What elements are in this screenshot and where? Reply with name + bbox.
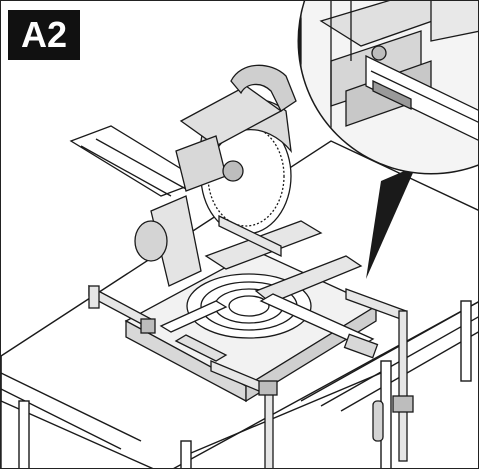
workbench-edge-line-2 [1, 388, 122, 450]
pivot-housing [134, 220, 168, 262]
workbench-brace [190, 372, 382, 454]
loupe-screw [371, 45, 387, 61]
saw-head [69, 64, 297, 287]
workbench-edge-line [1, 372, 142, 442]
loupe-clamp-bar [365, 54, 478, 143]
clamp-front-post [264, 388, 274, 468]
workbench-leg-right [460, 300, 472, 382]
loupe-housing [430, 1, 478, 42]
saw-blade-teeth [207, 125, 285, 227]
slide-rail-2 [95, 138, 187, 190]
front-slot [159, 300, 228, 333]
slide-rail-1 [80, 145, 172, 197]
workbench-right-edge-3 [340, 331, 478, 412]
clamp-right-screw [392, 395, 414, 413]
clamp-back-bar [218, 214, 282, 258]
clamps [88, 214, 414, 468]
front-grip [174, 334, 228, 362]
clamp-left-jaw [88, 285, 100, 309]
workbench-leg-left [18, 400, 30, 468]
workbench-right-edge [300, 301, 478, 402]
clamp-left-pad [140, 318, 156, 334]
loupe-clamp-bar-edge [370, 70, 478, 124]
workbench-leg-mid [180, 440, 192, 468]
loupe-clamp-tip [372, 79, 412, 111]
saw-handle [230, 64, 297, 112]
clamp-handle [372, 400, 384, 442]
figure-label: A2 [8, 10, 80, 60]
table-extension [259, 293, 375, 347]
callout-wedge [366, 166, 416, 279]
detail-callout [366, 166, 416, 279]
turntable-ring-3 [228, 295, 270, 317]
arm-column [150, 195, 202, 287]
clamp-right-post [398, 310, 408, 462]
workbench-front-edge [1, 356, 154, 468]
extension-knob [343, 333, 379, 359]
blade-arbor [222, 160, 244, 182]
clamp-front-head [258, 380, 278, 396]
